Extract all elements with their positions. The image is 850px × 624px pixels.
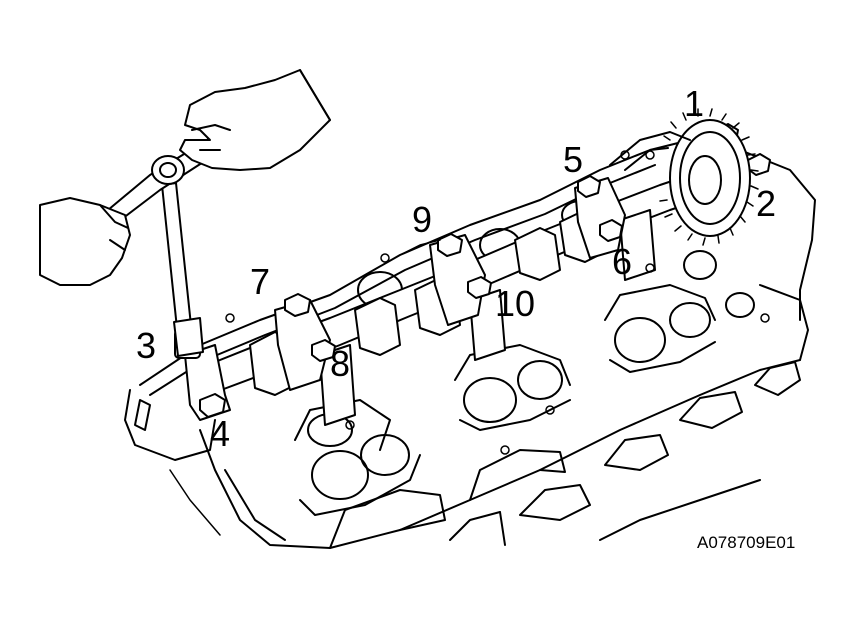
callout-2: 2 (756, 183, 776, 224)
callout-5: 5 (563, 139, 583, 180)
callout-9: 9 (412, 199, 432, 240)
callout-labels: 1 2 3 4 5 6 7 8 9 10 (136, 83, 776, 454)
head-details (169, 150, 770, 536)
callout-4: 4 (210, 413, 230, 454)
hand-icon (39, 69, 331, 286)
callout-10: 10 (495, 283, 535, 324)
callout-8: 8 (330, 343, 350, 384)
callout-7: 7 (250, 261, 270, 302)
valve-pockets (294, 200, 755, 516)
callout-6: 6 (612, 241, 632, 282)
callout-1: 1 (684, 83, 704, 124)
callout-3: 3 (136, 325, 156, 366)
cylinder-head-icon (124, 139, 816, 549)
timing-gear-icon (609, 108, 759, 246)
figure-id-code: A078709E01 (697, 533, 795, 552)
